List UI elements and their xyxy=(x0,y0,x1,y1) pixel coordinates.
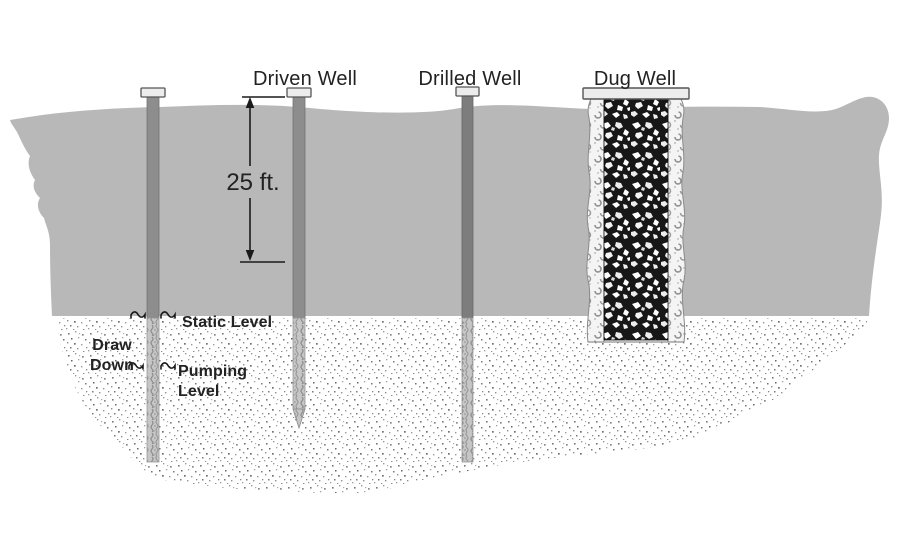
pumping-level-marker-right xyxy=(160,362,176,370)
well-screen xyxy=(146,317,160,463)
pumping-level-label-line2: Level xyxy=(178,383,219,400)
dug-well-core xyxy=(603,98,669,341)
drilled-well xyxy=(455,86,480,463)
drilled-well-label: Drilled Well xyxy=(418,68,521,90)
dug-well xyxy=(582,87,690,343)
dug-well-lining-right xyxy=(667,98,686,343)
dug-well-lining-left xyxy=(586,98,605,343)
well-screen xyxy=(461,317,474,463)
drive-point xyxy=(292,408,306,430)
depth-label: 25 ft. xyxy=(226,169,279,196)
pumping-level-label-line1: Pumping xyxy=(178,363,247,380)
static-level-marker-left xyxy=(130,311,146,319)
dimension-arrowhead-down xyxy=(245,250,255,261)
draw-down-label-line1: Draw xyxy=(92,337,132,354)
driven-well xyxy=(286,87,312,430)
pumped-well xyxy=(140,87,166,463)
well-pipe xyxy=(292,95,306,319)
well-cap xyxy=(286,87,312,98)
well-cap xyxy=(140,87,166,98)
draw-down-label-line2: Down xyxy=(90,357,134,374)
driven-well-label: Driven Well xyxy=(253,68,357,90)
soil-layer xyxy=(10,96,889,316)
static-level-marker-right xyxy=(160,311,176,319)
dimension-arrowhead-up xyxy=(245,97,255,108)
well-cap xyxy=(455,86,480,97)
well-screen xyxy=(292,317,306,410)
pumping-level-marker-left xyxy=(128,362,144,370)
well-pipe xyxy=(146,95,160,319)
dug-well-cover xyxy=(582,87,690,100)
static-level-label: Static Level xyxy=(182,314,272,331)
well-pipe xyxy=(461,94,474,319)
depth-dimension xyxy=(240,96,285,263)
dug-well-label: Dug Well xyxy=(594,68,676,90)
